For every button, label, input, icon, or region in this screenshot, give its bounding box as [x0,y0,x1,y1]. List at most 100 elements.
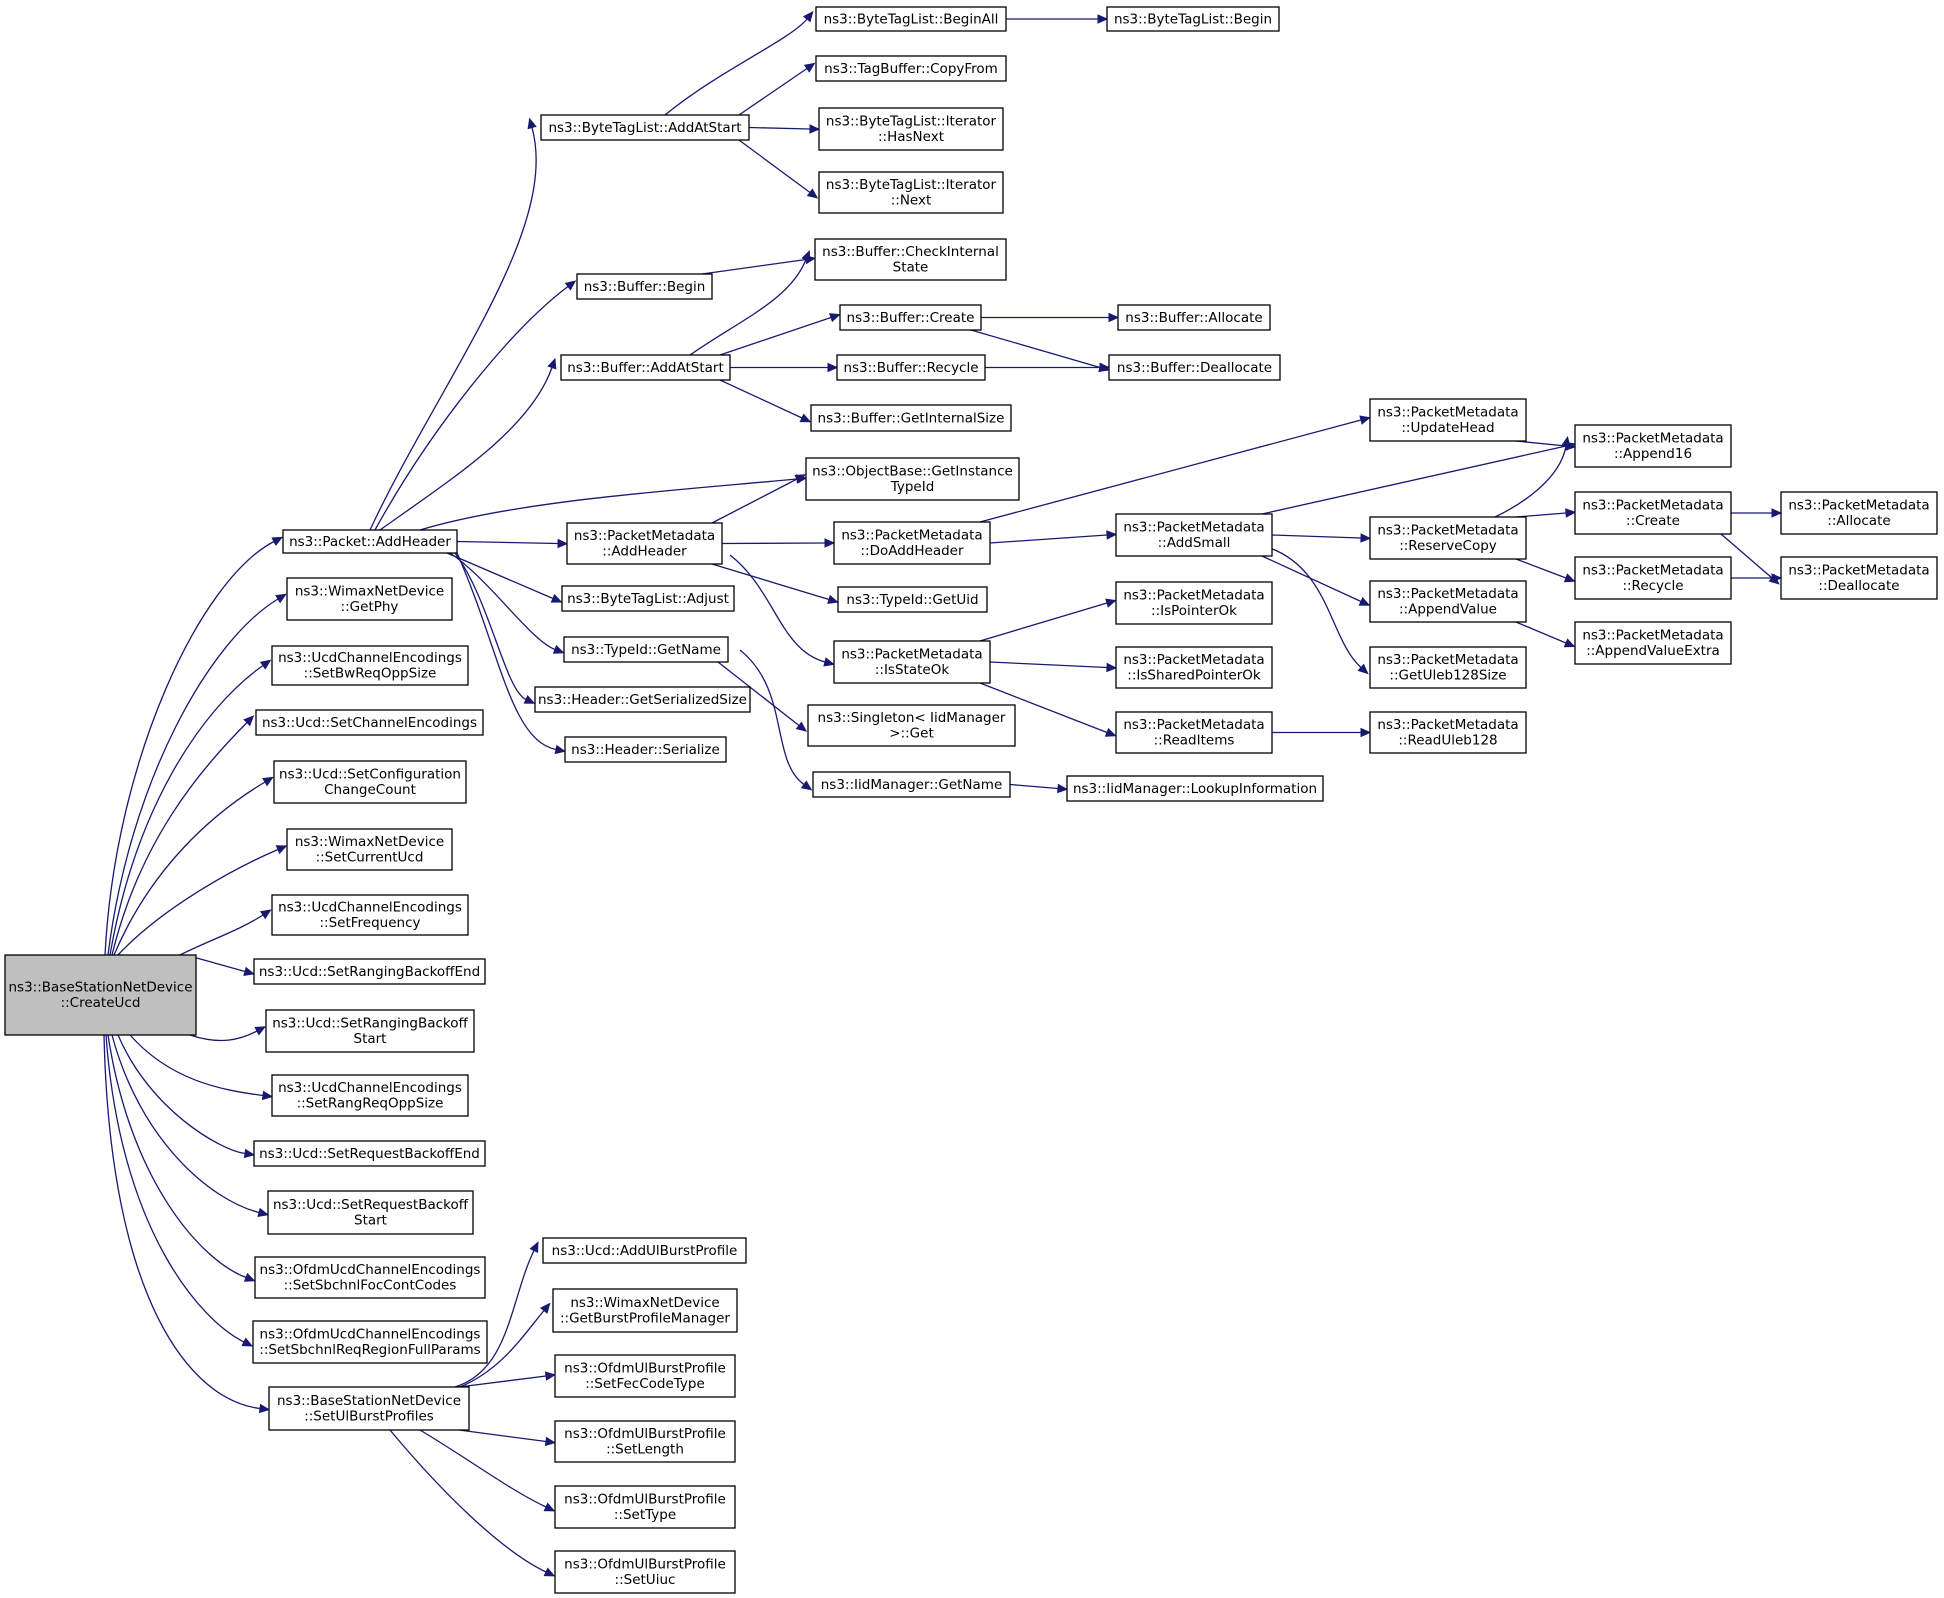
node-buf_begin[interactable]: ns3::Buffer::Begin [576,273,713,300]
node-hdr_getser[interactable]: ns3::Header::GetSerializedSize [534,686,751,713]
node-label-line: ns3::PacketMetadata [1377,523,1518,539]
node-pm_addsmall[interactable]: ns3::PacketMetadata::AddSmall [1115,513,1273,557]
node-oubp_settype[interactable]: ns3::OfdmUlBurstProfile::SetType [554,1485,736,1529]
node-pm_allocate[interactable]: ns3::PacketMetadata::Allocate [1780,491,1938,535]
node-pm_recycle[interactable]: ns3::PacketMetadata::Recycle [1574,556,1732,600]
node-label-line: ns3::OfdmUlBurstProfile [564,1361,726,1377]
node-oubp_setuiuc[interactable]: ns3::OfdmUlBurstProfile::SetUiuc [554,1550,736,1594]
node-oubp_setlen[interactable]: ns3::OfdmUlBurstProfile::SetLength [554,1420,736,1463]
node-btl_beginall[interactable]: ns3::ByteTagList::BeginAll [815,6,1007,32]
node-label-line: ::SetBwReqOppSize [304,666,437,682]
node-setcurucd[interactable]: ns3::WimaxNetDevice::SetCurrentUcd [286,828,453,871]
arrowhead-icon [827,362,839,373]
node-oubp_setfec[interactable]: ns3::OfdmUlBurstProfile::SetFecCodeType [554,1354,736,1398]
node-buf_addatstart[interactable]: ns3::Buffer::AddAtStart [560,354,731,381]
node-pm_reservecopy[interactable]: ns3::PacketMetadata::ReserveCopy [1369,516,1527,560]
node-setulbp[interactable]: ns3::BaseStationNetDevice::SetUlBurstPro… [268,1386,470,1431]
node-iid_getname[interactable]: ns3::IidManager::GetName [812,771,1011,798]
arrowhead-icon [823,657,835,667]
node-pm_doaddheader[interactable]: ns3::PacketMetadata::DoAddHeader [833,521,991,565]
edge-pm_isstateok-to-pm_ispointerok [979,598,1117,642]
node-setfreq[interactable]: ns3::UcdChannelEncodings::SetFrequency [271,894,469,936]
node-tagbuf_copy[interactable]: ns3::TagBuffer::CopyFrom [815,55,1007,82]
node-setbwreq[interactable]: ns3::UcdChannelEncodings::SetBwReqOppSiz… [271,645,469,686]
node-buf_getintsize[interactable]: ns3::Buffer::GetInternalSize [810,404,1012,432]
node-setchanenc[interactable]: ns3::Ucd::SetChannelEncodings [255,709,484,736]
node-setrangreq[interactable]: ns3::UcdChannelEncodings::SetRangReqOppS… [271,1074,469,1117]
node-setreqend[interactable]: ns3::Ucd::SetRequestBackoffEnd [253,1140,486,1167]
edge-addheader-to-objbase [419,474,808,531]
node-pm_updatehead[interactable]: ns3::PacketMetadata::UpdateHead [1369,398,1527,442]
node-pm_appendvalextra[interactable]: ns3::PacketMetadata::AppendValueExtra [1574,621,1732,665]
node-box [818,107,1004,151]
node-pm_getuleb[interactable]: ns3::PacketMetadata::GetUleb128Size [1369,646,1527,689]
node-pm_readuleb[interactable]: ns3::PacketMetadata::ReadUleb128 [1369,711,1527,754]
edge-pm_reservecopy-to-pm_append16 [1494,435,1571,518]
node-setsbfoc[interactable]: ns3::OfdmUcdChannelEncodings::SetSbchnlF… [254,1256,486,1299]
node-pm_isstateok[interactable]: ns3::PacketMetadata::IsStateOk [833,640,991,684]
node-pm_create[interactable]: ns3::PacketMetadata::Create [1574,491,1732,535]
edges-layer [103,11,1783,1577]
node-label-line: ::SetRangReqOppSize [297,1096,444,1112]
node-btl_adjust[interactable]: ns3::ByteTagList::Adjust [561,585,735,612]
arrowhead-icon [824,538,836,548]
edge-setulbp-to-oubp_setfec [458,1371,557,1388]
node-pm_issharedptr[interactable]: ns3::PacketMetadata::IsSharedPointerOk [1115,646,1273,689]
node-pm_appendvalue[interactable]: ns3::PacketMetadata::AppendValue [1369,580,1527,623]
node-label-line: ns3::Header::Serialize [571,742,720,758]
node-wnd_getbpm[interactable]: ns3::WimaxNetDevice::GetBurstProfileMana… [552,1288,738,1333]
node-pm_deallocate[interactable]: ns3::PacketMetadata::Deallocate [1780,556,1938,600]
node-ucd_addulbp[interactable]: ns3::Ucd::AddUlBurstProfile [542,1237,747,1264]
node-label-line: ns3::ByteTagList::BeginAll [824,11,999,27]
node-typeid_getname[interactable]: ns3::TypeId::GetName [563,636,729,663]
node-btl_addatstart[interactable]: ns3::ByteTagList::AddAtStart [540,114,750,141]
node-label-line: ns3::PacketMetadata [1788,498,1929,514]
node-buf_create[interactable]: ns3::Buffer::Create [839,304,982,331]
arrowhead-icon [1563,638,1576,648]
edge-pm_addsmall-to-pm_append16 [1261,441,1576,515]
edge-pm_isstateok-to-pm_issharedptr [989,661,1118,673]
arrowhead-icon [275,845,288,855]
arrowhead-icon [275,593,287,604]
node-box [254,1256,486,1299]
node-pm_addheader[interactable]: ns3::PacketMetadata::AddHeader [566,522,723,565]
node-box [812,771,1011,798]
node-hdr_ser[interactable]: ns3::Header::Serialize [564,736,727,763]
edge-pm_create-to-pm_allocate [1731,508,1783,518]
arrowhead-icon [803,62,816,73]
node-setrangend[interactable]: ns3::Ucd::SetRangingBackoffEnd [253,958,486,985]
node-typeid_getuid[interactable]: ns3::TypeId::GetUid [837,586,988,613]
node-btl_next[interactable]: ns3::ByteTagList::Iterator::Next [818,171,1004,214]
node-box [540,114,750,141]
node-pm_readitems[interactable]: ns3::PacketMetadata::ReadItems [1115,711,1273,754]
node-setsbreq[interactable]: ns3::OfdmUcdChannelEncodings::SetSbchnlR… [252,1320,488,1364]
node-btl_hasnext[interactable]: ns3::ByteTagList::Iterator::HasNext [818,107,1004,151]
node-addheader[interactable]: ns3::Packet::AddHeader [282,529,458,554]
edge-pm_isstateok-to-pm_readitems [979,682,1117,737]
node-buf_dealloc[interactable]: ns3::Buffer::Deallocate [1108,354,1281,381]
node-label-line: ns3::WimaxNetDevice [570,1295,719,1311]
node-singleton_get[interactable]: ns3::Singleton< IidManager >::Get [807,704,1016,747]
node-box [282,529,458,554]
node-btl_begin[interactable]: ns3::ByteTagList::Begin [1106,6,1280,32]
edge-addheader-to-buf_begin [374,280,577,531]
node-pm_append16[interactable]: ns3::PacketMetadata::Append16 [1574,424,1732,468]
node-iid_lookup[interactable]: ns3::IidManager::LookupInformation [1066,775,1324,802]
node-label-line: ns3::PacketMetadata [841,647,982,663]
node-pm_ispointerok[interactable]: ns3::PacketMetadata::IsPointerOk [1115,581,1273,625]
node-label-line: ns3::Ucd::SetRequestBackoffEnd [259,1146,480,1162]
node-root[interactable]: ns3::BaseStationNetDevice::CreateUcd [4,954,197,1036]
edge-pm_addheader-to-pm_isstateok [729,554,835,667]
node-buf_recycle[interactable]: ns3::Buffer::Recycle [836,354,986,381]
node-getphy[interactable]: ns3::WimaxNetDevice::GetPhy [286,577,453,621]
node-buf_alloc[interactable]: ns3::Buffer::Allocate [1117,304,1271,331]
node-box [564,736,727,763]
node-label-line: ns3::Header::GetSerializedSize [538,692,747,708]
edge-setulbp-to-oubp_settype [419,1429,556,1512]
arrowhead-icon [258,1403,271,1414]
